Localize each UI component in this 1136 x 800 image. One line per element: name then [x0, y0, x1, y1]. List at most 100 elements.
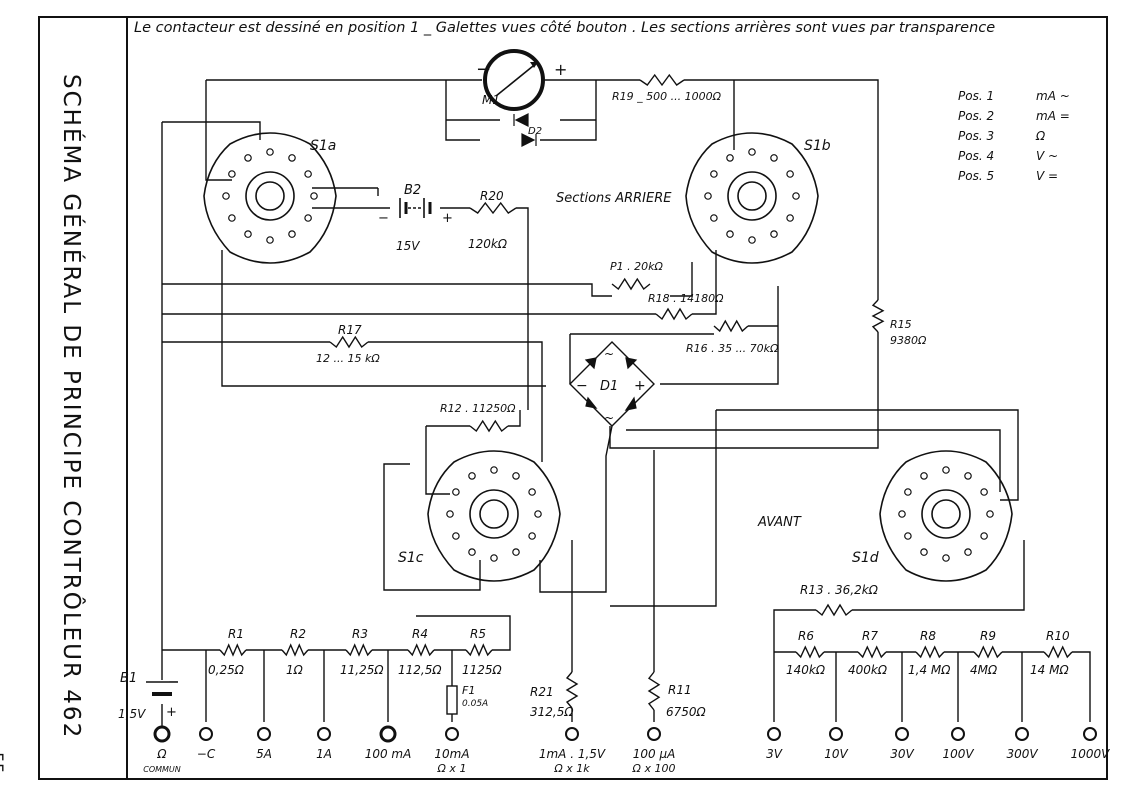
resistor-r16 — [713, 319, 749, 333]
terminal-sub-5: Ω x 1 — [437, 762, 467, 775]
s1c-label: S1c — [398, 550, 424, 566]
label-resistors-r2-value: 1Ω — [286, 663, 304, 677]
resistor-r17 — [329, 335, 369, 349]
position-3-label: Pos. 3 — [958, 129, 994, 143]
terminal-11[interactable] — [951, 727, 965, 741]
b2-label: B2 — [404, 183, 421, 198]
meter-minus: − — [476, 59, 491, 80]
terminal-7[interactable] — [647, 727, 661, 741]
terminal-label-2: 5A — [256, 747, 272, 761]
switch-note: Le contacteur est dessiné en position 1 … — [134, 20, 996, 36]
terminal-label-6: 1mA . 1,5V — [539, 747, 606, 761]
position-5-mode: V = — [1036, 169, 1058, 183]
svg-text:~: ~ — [604, 347, 614, 361]
terminal-1[interactable] — [199, 727, 213, 741]
resistor-r5 — [465, 643, 493, 657]
b2-minus: − — [378, 211, 389, 226]
position-2-label: Pos. 2 — [958, 109, 994, 123]
terminal-label-5: 10mA — [434, 747, 469, 761]
terminal-4[interactable] — [379, 725, 397, 743]
terminal-3[interactable] — [317, 727, 331, 741]
terminal-2[interactable] — [257, 727, 271, 741]
meter-label: M1 — [482, 93, 500, 107]
position-1-mode: mA ~ — [1036, 89, 1070, 103]
resistor-r10 — [1043, 645, 1073, 659]
position-4-mode: V ~ — [1036, 149, 1058, 163]
terminal-label-8: 3V — [766, 747, 783, 761]
resistor-r1 — [219, 643, 247, 657]
label-resistors-r8-value: 1,4 MΩ — [908, 663, 951, 677]
title-column — [38, 16, 128, 780]
resistor-r13 — [815, 603, 853, 617]
svg-text:+: + — [166, 705, 177, 720]
label-resistors-r11-name: R11 — [668, 683, 692, 697]
terminal-13[interactable] — [1083, 727, 1097, 741]
resistor-r20 — [469, 201, 517, 215]
position-1-label: Pos. 1 — [958, 89, 994, 103]
fuse-value: 0.05A — [462, 699, 488, 709]
b2-value: 15V — [396, 239, 420, 253]
label-resistors-r13: R13 . 36,2kΩ — [800, 583, 879, 597]
label-resistors-r21-name: R21 — [530, 685, 554, 699]
resistor-r6 — [795, 645, 825, 659]
terminal-label-10: 30V — [890, 747, 914, 761]
wafer-s1d — [879, 450, 1013, 582]
meter-m1 — [483, 49, 545, 111]
label-resistors-r20-value: 120kΩ — [468, 237, 508, 251]
terminal-6[interactable] — [565, 727, 579, 741]
position-2-mode: mA = — [1036, 109, 1070, 123]
d1-label: D1 — [600, 379, 618, 394]
label-resistors-r2-name: R2 — [290, 627, 306, 641]
resistor-r21 — [565, 671, 579, 709]
wafer-s1a — [203, 132, 337, 264]
terminal-label-0: Ω — [156, 747, 167, 761]
resistor-r19 — [639, 73, 685, 87]
diode-d2-symbol — [513, 113, 537, 147]
wafer-s1b — [685, 132, 819, 264]
label-resistors-r11-value: 6750Ω — [666, 705, 707, 719]
terminal-5[interactable] — [445, 727, 459, 741]
terminal-sub-6: Ω x 1k — [553, 762, 590, 775]
label-resistors-r7-name: R7 — [862, 629, 878, 643]
label-resistors-r17-value: 12 ... 15 kΩ — [316, 352, 380, 365]
terminal-label-12: 300V — [1006, 747, 1038, 761]
terminal-9[interactable] — [829, 727, 843, 741]
fuse-f1 — [446, 685, 458, 715]
terminal-0[interactable] — [153, 725, 171, 743]
label-resistors-r15-value: 9380Ω — [890, 334, 927, 347]
svg-text:~: ~ — [604, 411, 614, 425]
terminal-label-11: 100V — [942, 747, 974, 761]
b1-value: 1,5V — [118, 707, 146, 721]
label-resistors-r8-name: R8 — [920, 629, 936, 643]
label-resistors-r10-name: R10 — [1046, 629, 1070, 643]
svg-text:+: + — [634, 378, 646, 394]
label-resistors-r17-name: R17 — [338, 323, 362, 337]
terminal-10[interactable] — [895, 727, 909, 741]
resistor-r7 — [857, 645, 887, 659]
terminal-12[interactable] — [1015, 727, 1029, 741]
label-resistors-r3-value: 11,25Ω — [340, 663, 384, 677]
bridge-diodes — [584, 357, 638, 411]
terminal-8[interactable] — [767, 727, 781, 741]
resistor-p1 — [611, 277, 651, 291]
resistor-r4 — [407, 643, 435, 657]
terminal-sub-7: Ω x 100 — [632, 762, 676, 775]
fuse-name: F1 — [462, 684, 475, 697]
label-resistors-r20-name: R20 — [480, 189, 504, 203]
s1d-label: S1d — [852, 550, 879, 566]
label-resistors-r1-value: 0,25Ω — [208, 663, 245, 677]
terminal-label-9: 10V — [824, 747, 848, 761]
label-resistors-r15-name: R15 — [890, 318, 912, 331]
label-resistors-r9-name: R9 — [980, 629, 996, 643]
label-resistors-r7-value: 400kΩ — [848, 663, 888, 677]
s1b-label: S1b — [804, 138, 831, 154]
resistor-r15 — [871, 299, 885, 333]
b1-name: B1 — [120, 671, 137, 686]
terminal-label-1: −C — [197, 747, 216, 761]
resistor-r18 — [655, 307, 693, 321]
b2-plus: + — [442, 211, 453, 226]
label-resistors-r1-name: R1 — [228, 627, 244, 641]
position-5-label: Pos. 5 — [958, 169, 994, 183]
